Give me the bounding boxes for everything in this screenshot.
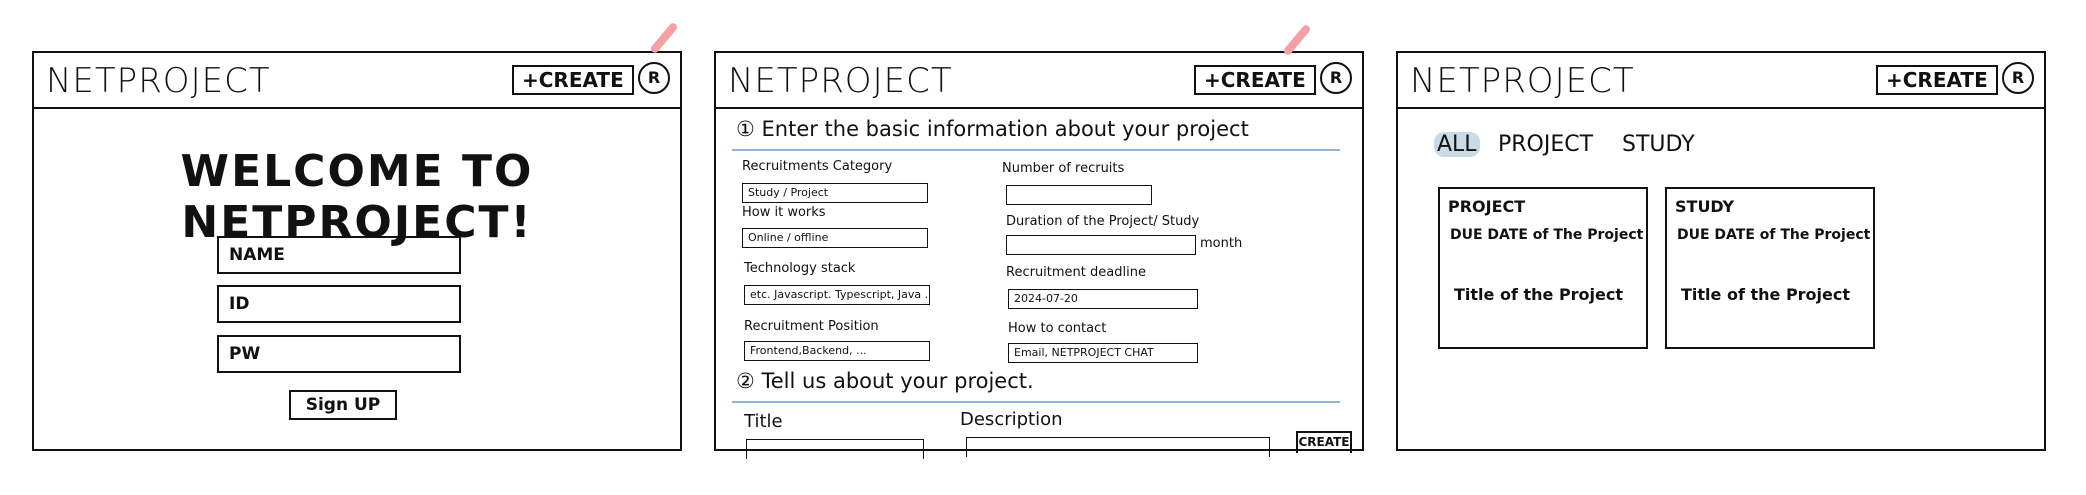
works-select[interactable]: Online / offline <box>742 228 928 248</box>
duration-input[interactable] <box>1006 235 1196 255</box>
create-button[interactable]: +CREATE <box>1876 65 1998 95</box>
section-basic-info: ① Enter the basic information about your… <box>736 117 1249 141</box>
position-label: Recruitment Position <box>744 319 879 334</box>
signup-button[interactable]: Sign UP <box>289 390 397 420</box>
project-card[interactable]: PROJECT DUE DATE of The Project Title of… <box>1438 187 1648 349</box>
avatar-icon[interactable]: R <box>638 62 670 94</box>
title-input[interactable] <box>746 439 924 459</box>
divider <box>732 401 1340 403</box>
signup-screen: NETPROJECT +CREATE R WELCOME TO NETPROJE… <box>32 51 682 451</box>
duration-label: Duration of the Project/ Study <box>1006 214 1200 229</box>
card-title: Title of the Project <box>1454 285 1624 304</box>
logo[interactable]: NETPROJECT <box>46 61 271 101</box>
number-label: Number of recruits <box>1002 161 1125 176</box>
description-input[interactable] <box>966 437 1270 457</box>
logo[interactable]: NETPROJECT <box>1410 61 1635 101</box>
header: NETPROJECT +CREATE R <box>34 53 680 109</box>
header: NETPROJECT +CREATE R <box>1398 53 2044 109</box>
deadline-label: Recruitment deadline <box>1006 265 1146 280</box>
section-about-project: ② Tell us about your project. <box>736 369 1034 393</box>
category-label: Recruitments Category <box>742 159 893 174</box>
avatar-icon[interactable]: R <box>1320 62 1352 94</box>
divider <box>732 149 1340 151</box>
number-input[interactable] <box>1006 185 1152 205</box>
duration-unit: month <box>1200 236 1243 251</box>
pointer-mark-1 <box>649 21 679 55</box>
tech-label: Technology stack <box>744 261 856 276</box>
works-label: How it works <box>742 205 826 220</box>
contact-input[interactable]: Email, NETPROJECT CHAT <box>1008 343 1198 363</box>
study-card[interactable]: STUDY DUE DATE of The Project Title of t… <box>1665 187 1875 349</box>
tab-all[interactable]: ALL <box>1434 132 1480 157</box>
create-button[interactable]: +CREATE <box>512 65 634 95</box>
position-select[interactable]: Frontend,Backend, ... <box>744 341 930 361</box>
avatar-icon[interactable]: R <box>2002 62 2034 94</box>
welcome-heading: WELCOME TO NETPROJECT! <box>180 146 534 248</box>
name-field[interactable]: NAME <box>217 236 461 274</box>
card-type: STUDY <box>1675 197 1735 216</box>
description-label: Description <box>960 409 1063 430</box>
title-label: Title <box>744 411 783 432</box>
create-project-screen: NETPROJECT +CREATE R ① Enter the basic i… <box>714 51 1364 459</box>
contact-label: How to contact <box>1008 321 1107 336</box>
tech-select[interactable]: etc. Javascript. Typescript, Java ... <box>744 285 930 305</box>
card-due-date: DUE DATE of The Project <box>1450 227 1644 243</box>
card-title: Title of the Project <box>1681 285 1851 304</box>
create-submit-button[interactable]: CREATE <box>1296 431 1352 453</box>
card-due-date: DUE DATE of The Project <box>1677 227 1871 243</box>
create-button[interactable]: +CREATE <box>1194 65 1316 95</box>
header: NETPROJECT +CREATE R <box>716 53 1362 109</box>
category-select[interactable]: Study / Project <box>742 183 928 203</box>
project-list-screen: NETPROJECT +CREATE R ALL PROJECT STUDY P… <box>1396 51 2046 451</box>
id-field[interactable]: ID <box>217 285 461 323</box>
tab-study[interactable]: STUDY <box>1622 132 1695 157</box>
logo[interactable]: NETPROJECT <box>728 61 953 101</box>
deadline-input[interactable]: 2024-07-20 <box>1008 289 1198 309</box>
card-type: PROJECT <box>1448 197 1526 216</box>
tab-project[interactable]: PROJECT <box>1498 132 1594 157</box>
pw-field[interactable]: PW <box>217 335 461 373</box>
